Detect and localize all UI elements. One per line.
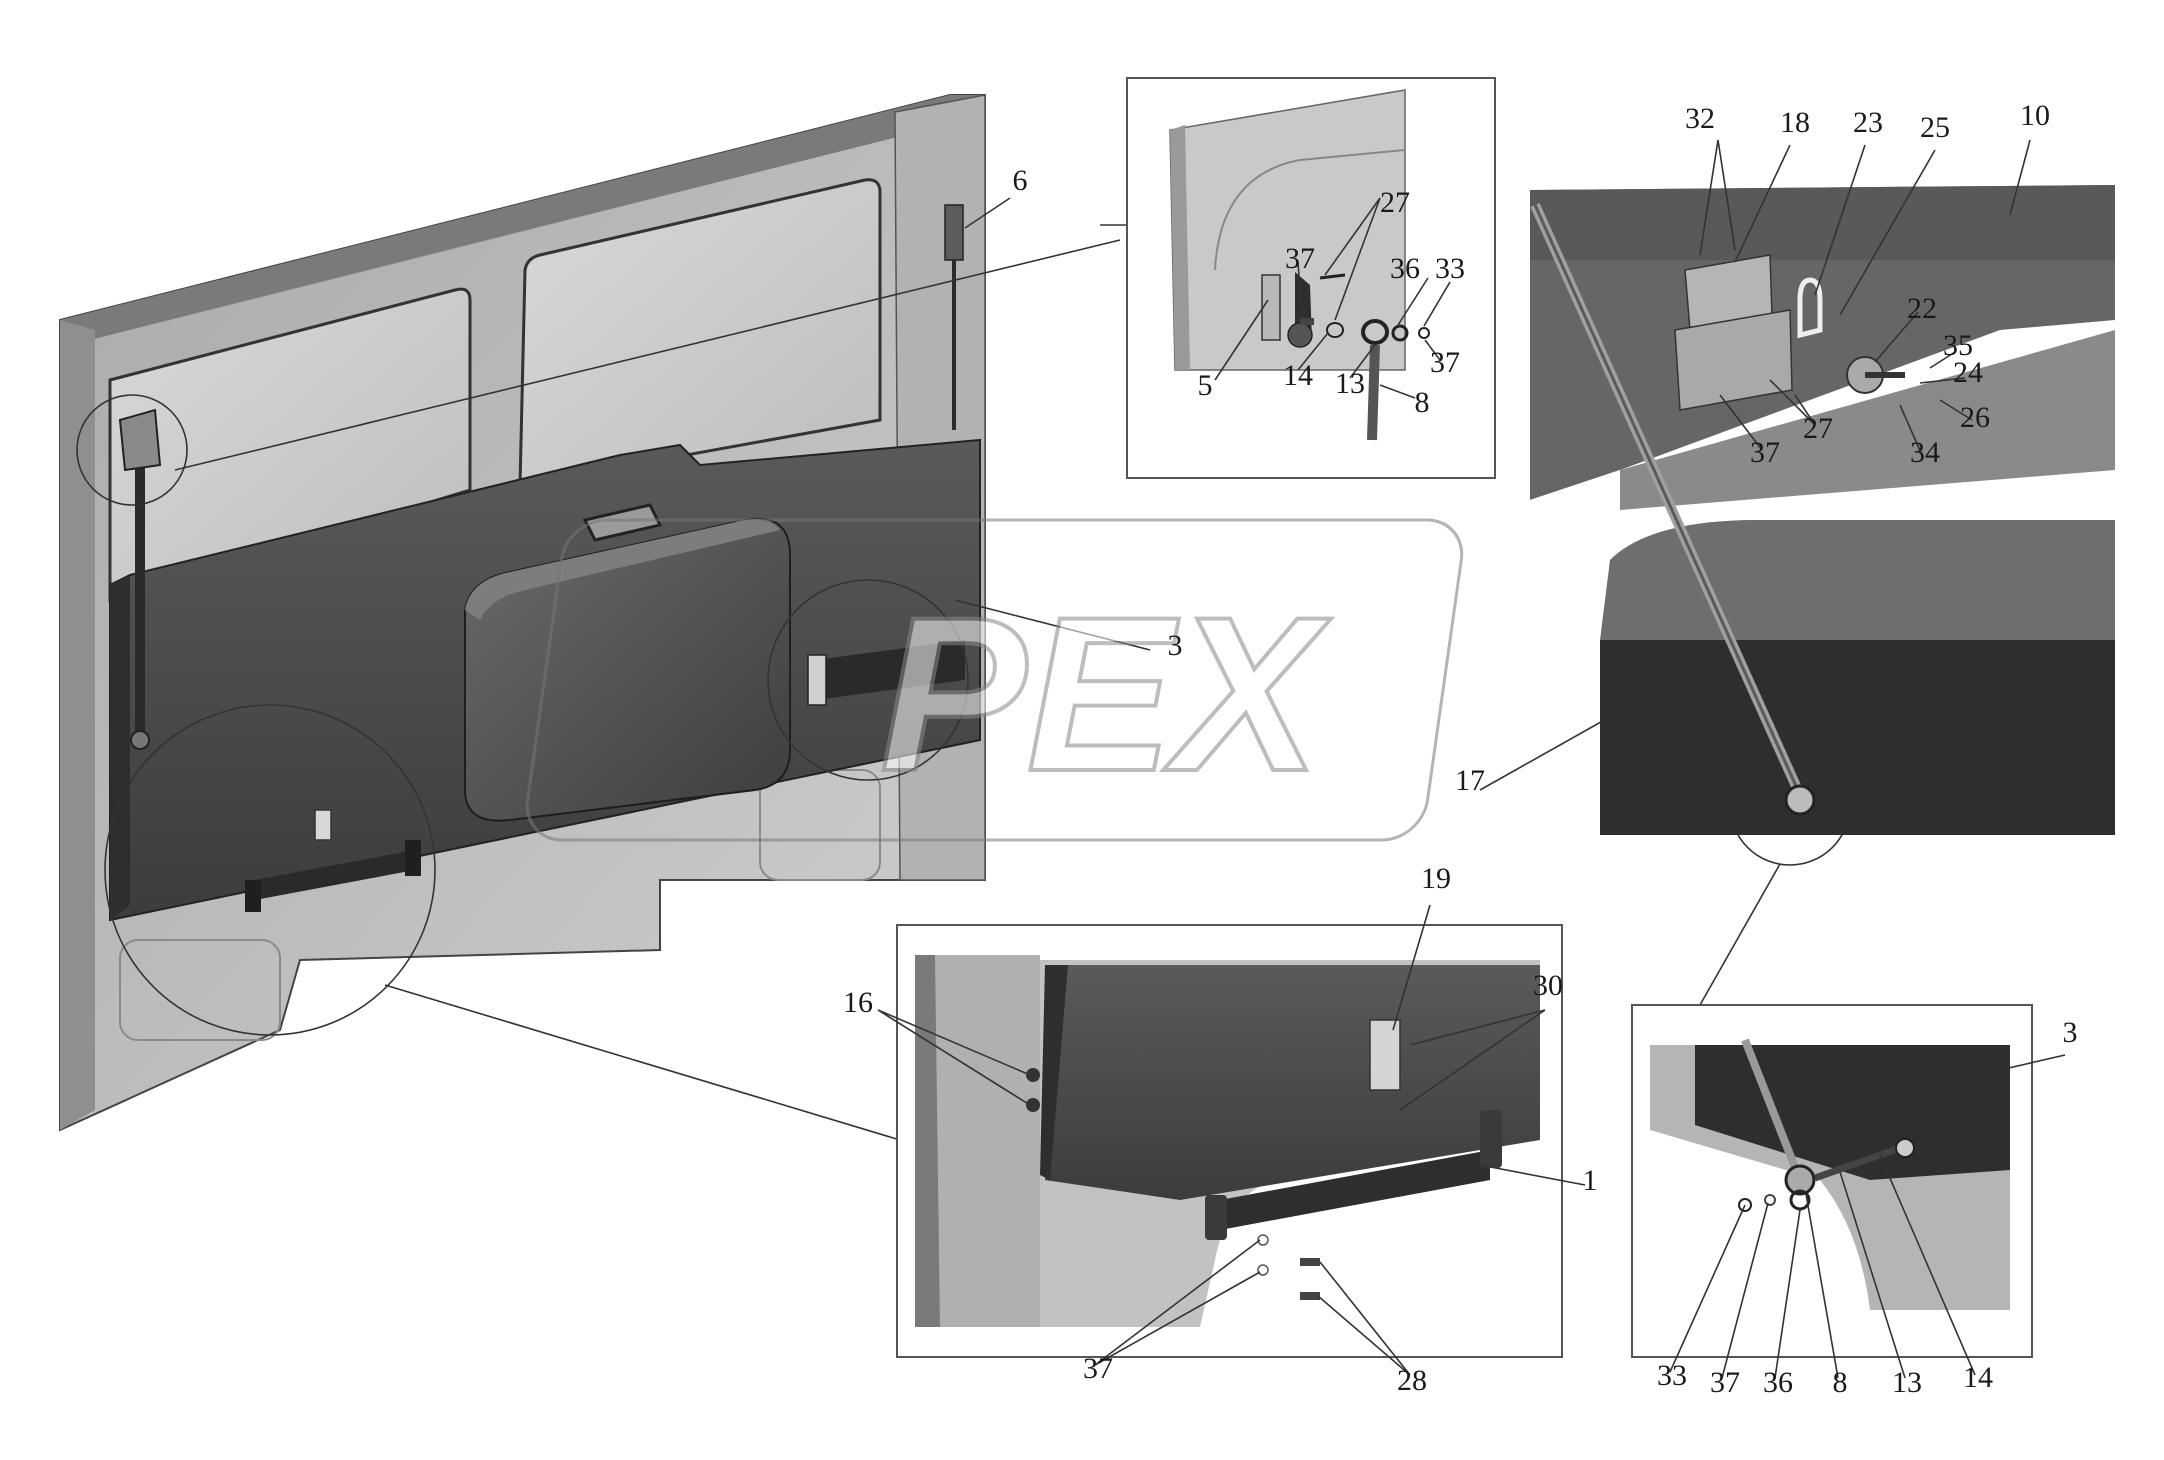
- callout-label-r22: 22: [1907, 292, 1937, 325]
- callout-leader-line: [1094, 1271, 1261, 1366]
- gas-strut: [118, 408, 162, 750]
- callout-leader-line: [1721, 1202, 1769, 1379]
- lower-strap: [245, 809, 421, 912]
- callout-leader-line: [1319, 1261, 1411, 1376]
- callout-label-t36: 36: [1390, 252, 1420, 285]
- callout-label-t33: 33: [1435, 252, 1465, 285]
- callout-leader-line: [1774, 1209, 1801, 1379]
- callout-leader-line: [1349, 344, 1376, 379]
- callout-leader-line: [1717, 139, 1736, 251]
- callout-label-r27: 27: [1803, 412, 1833, 445]
- callout-leader-line: [1805, 1193, 1839, 1379]
- callout-label-br8: 8: [1833, 1366, 1848, 1399]
- callout-leader-line: [1769, 379, 1816, 426]
- callout-leader-line: [1874, 311, 1919, 363]
- callout-label-t8: 8: [1415, 386, 1430, 419]
- watermark: PEX: [525, 518, 1464, 842]
- inset-bottom-right: [1631, 1004, 2033, 1358]
- callout-leader-line: [1899, 404, 1923, 456]
- callout-label-t14: 14: [1283, 359, 1313, 392]
- callout-label-r25: 25: [1920, 111, 1950, 144]
- callout-leader-line: [1324, 197, 1381, 276]
- callout-label-r10: 10: [2020, 99, 2050, 132]
- callout-label-r24: 24: [1953, 356, 1983, 389]
- callout-label-c3: 3: [1168, 629, 1183, 662]
- storage-box: [464, 517, 791, 822]
- latch-6: [944, 204, 964, 430]
- inset-bottom: [896, 924, 1563, 1358]
- callout-leader-line: [877, 1009, 1031, 1106]
- callout-leader-line: [1392, 904, 1431, 1031]
- callout-label-b1: 1: [1583, 1164, 1598, 1197]
- callout-leader-line: [1879, 1154, 1976, 1376]
- callout-label-t37a: 37: [1285, 242, 1315, 275]
- callout-label-br14: 14: [1963, 1361, 1993, 1394]
- callout-leader-line: [1334, 197, 1381, 321]
- callout-leader-line: [1929, 351, 1956, 369]
- callout-leader-line: [1297, 261, 1303, 321]
- callout-leader-line: [1939, 399, 1973, 421]
- callout-label-b16: 16: [843, 986, 873, 1019]
- callout-leader-line: [1839, 149, 1936, 316]
- callout-label-t27: 27: [1380, 186, 1410, 219]
- box-strap: [807, 640, 965, 706]
- main-leaders: [174, 197, 1781, 1141]
- callout-label-c6: 6: [1013, 164, 1028, 197]
- callout-leader-line: [1423, 281, 1451, 327]
- callout-label-b28: 28: [1397, 1364, 1427, 1397]
- callout-leader-line: [1839, 1171, 1906, 1379]
- callout-leader-line: [1379, 384, 1416, 399]
- callout-leader-line: [1919, 377, 1966, 384]
- callout-leader-line: [1734, 144, 1791, 263]
- callout-leader-line: [877, 1009, 1031, 1076]
- callout-label-t13: 13: [1335, 367, 1365, 400]
- callout-label-b37: 37: [1083, 1352, 1113, 1385]
- callout-leader-line: [1699, 139, 1719, 256]
- callout-leader-line: [1424, 339, 1441, 361]
- callout-label-b30: 30: [1533, 969, 1563, 1002]
- callout-leader-line: [1794, 394, 1816, 426]
- callout-label-r18: 18: [1780, 106, 1810, 139]
- callout-label-b19: 19: [1421, 862, 1451, 895]
- callout-label-br13: 13: [1892, 1366, 1922, 1399]
- callout-label-br3: 3: [2063, 1016, 2078, 1049]
- watermark-text: PEX: [880, 571, 1331, 817]
- callout-leader-line: [2009, 139, 2031, 216]
- callout-label-c17: 17: [1455, 764, 1485, 797]
- inset-right: [1530, 185, 2115, 835]
- callout-label-r32: 32: [1685, 102, 1715, 135]
- callout-leader-line: [1399, 1009, 1546, 1111]
- callout-label-r23: 23: [1853, 106, 1883, 139]
- callout-label-t37b: 37: [1430, 346, 1460, 379]
- callout-leader-line: [1317, 1295, 1411, 1376]
- callout-label-r35: 35: [1943, 329, 1973, 362]
- callout-leader-line: [1409, 1009, 1546, 1046]
- callout-leader-line: [1094, 1239, 1261, 1366]
- callout-leader-line: [1719, 394, 1763, 451]
- callout-label-br36: 36: [1763, 1366, 1793, 1399]
- inset-top: [1126, 77, 1496, 479]
- callout-leader-line: [1214, 299, 1269, 381]
- callout-leader-line: [1397, 277, 1429, 326]
- callout-leader-line: [1814, 144, 1866, 296]
- callout-leader-line: [1999, 1054, 2066, 1071]
- callout-label-r26: 26: [1960, 401, 1990, 434]
- callout-leader-line: [1297, 332, 1329, 371]
- callout-label-t5: 5: [1198, 369, 1213, 402]
- callout-label-r34: 34: [1910, 436, 1940, 469]
- callout-leader-line: [1669, 1204, 1746, 1373]
- callout-leader-line: [1479, 1164, 1586, 1186]
- callout-label-br37: 37: [1710, 1366, 1740, 1399]
- callout-label-r37: 37: [1750, 436, 1780, 469]
- callout-label-br33: 33: [1657, 1359, 1687, 1392]
